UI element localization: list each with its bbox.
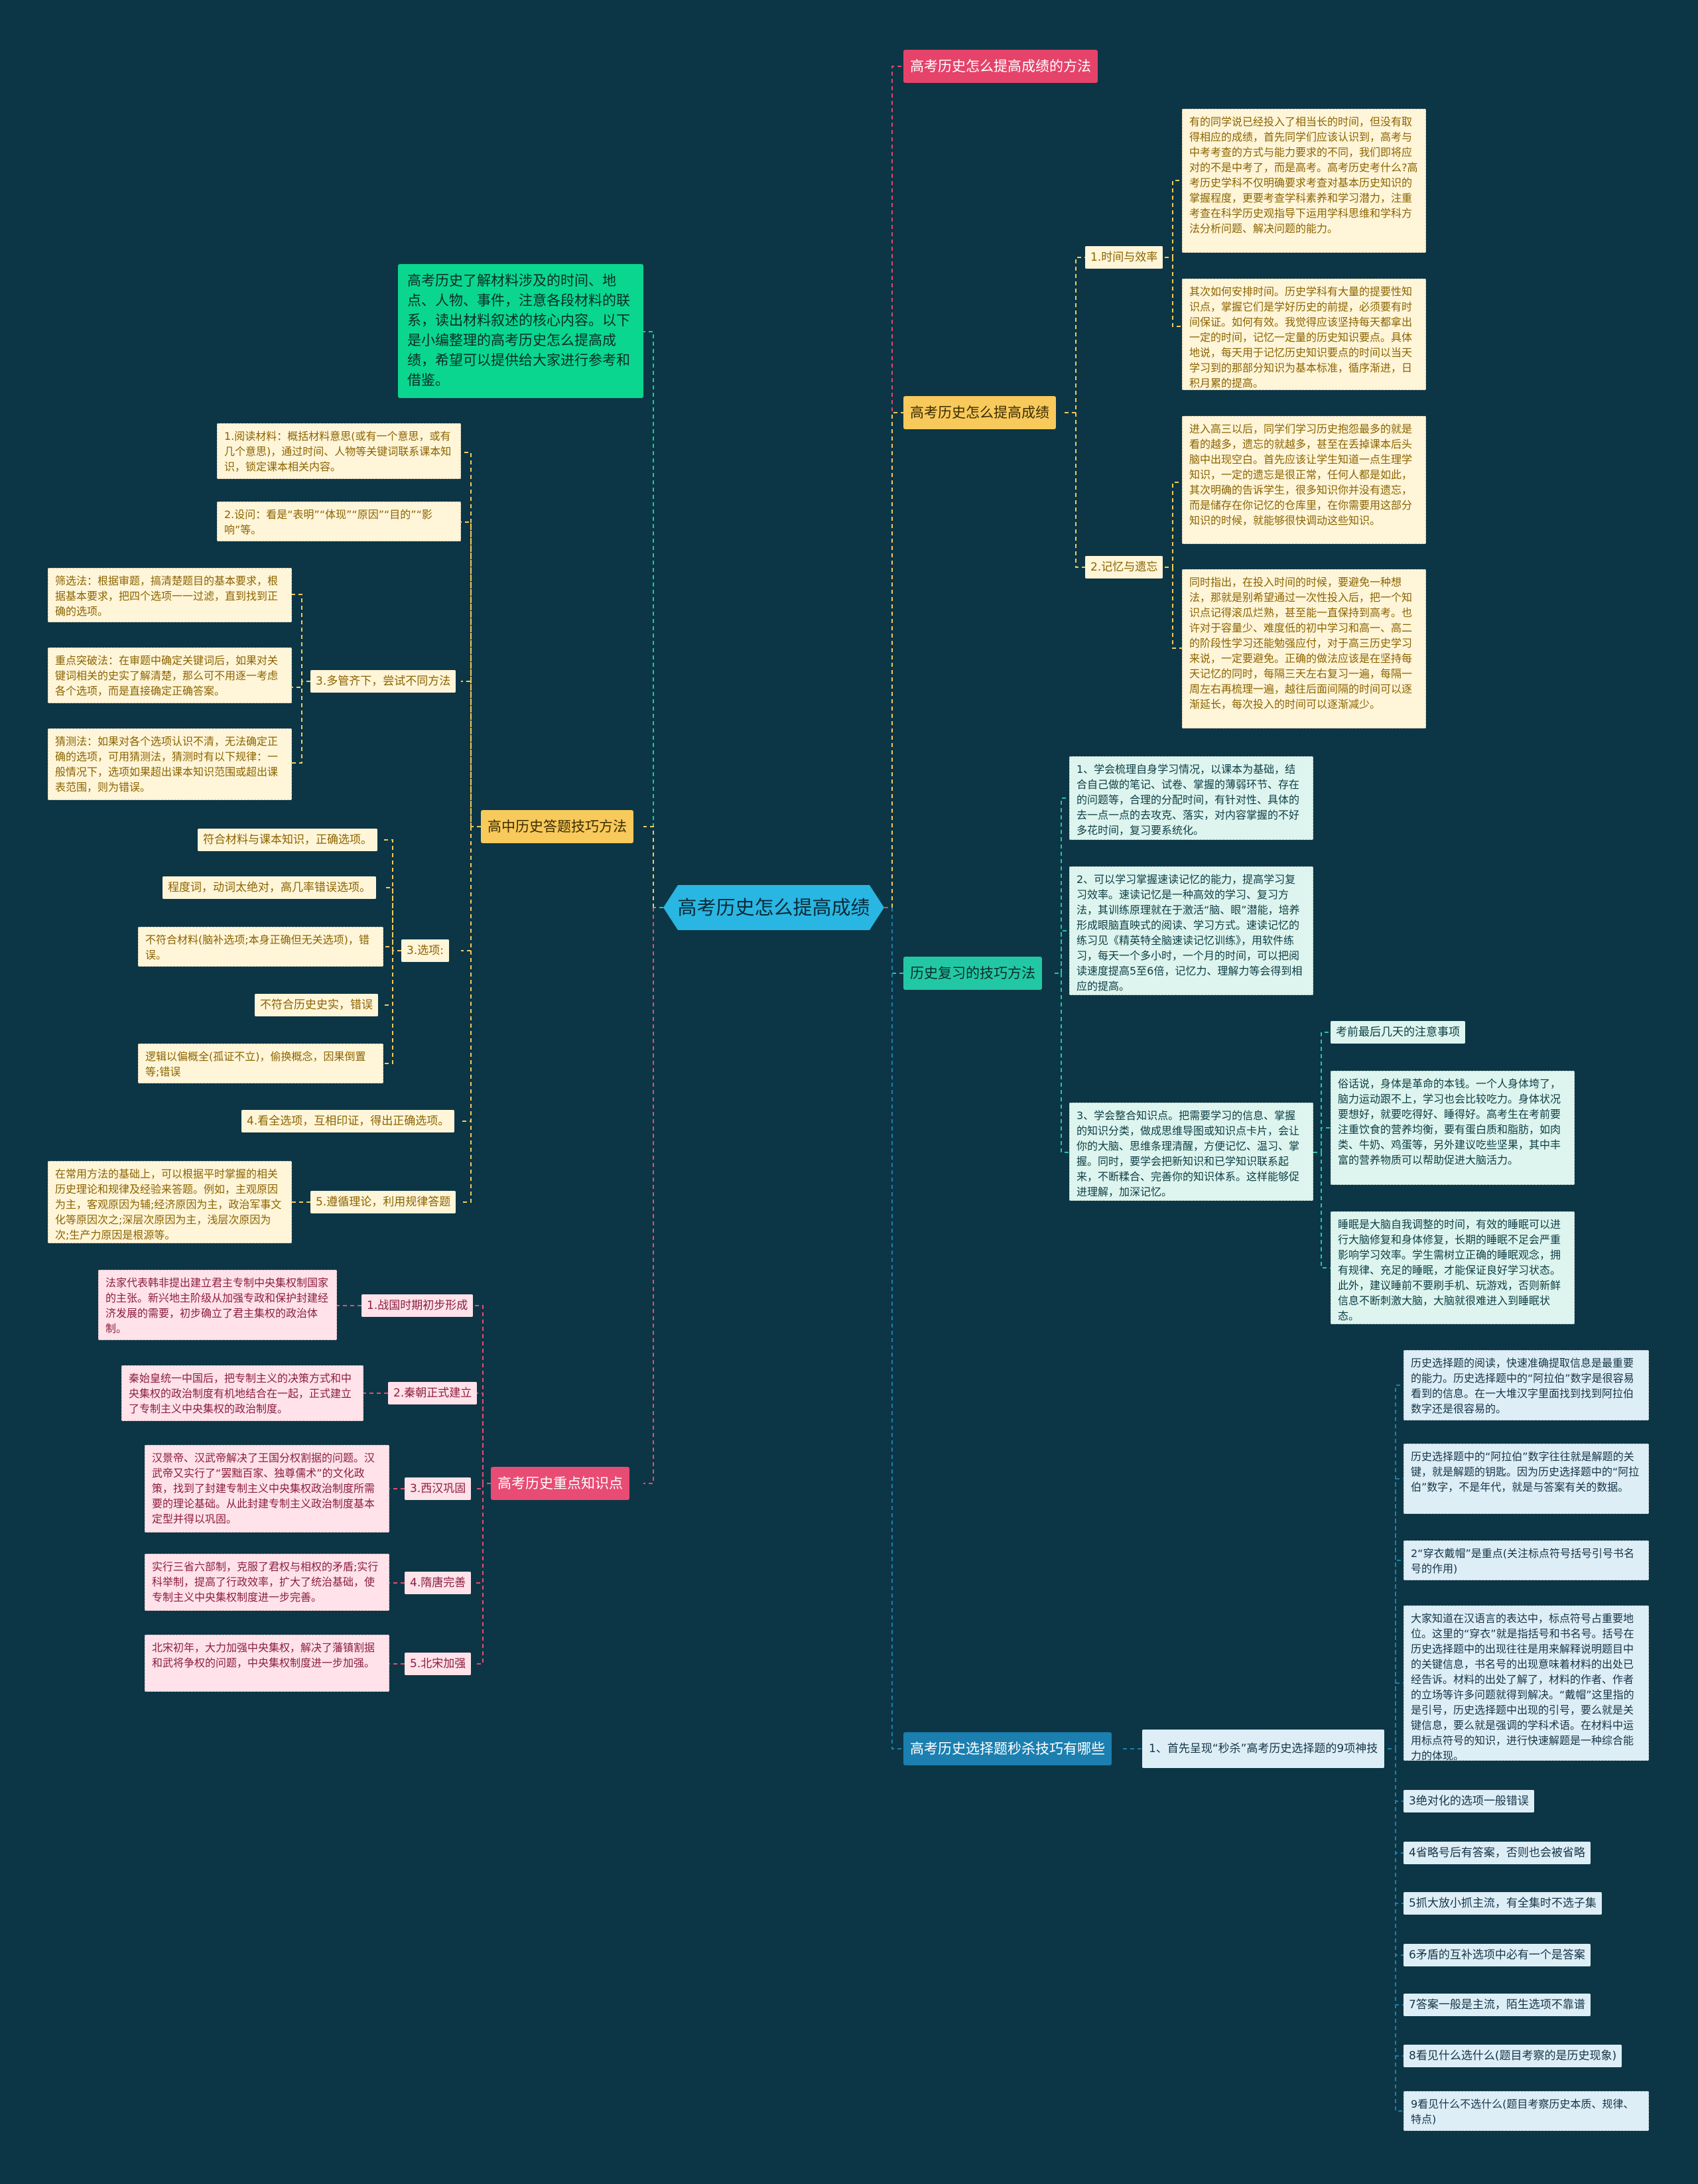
knowledge-sui-tang[interactable]: 4.隋唐完善	[405, 1572, 472, 1594]
note-memory-1: 进入高三以后，同学们学习历史抱怨最多的就是看的越多，遗忘的就越多，甚至在丢掉课本…	[1182, 416, 1426, 544]
intro-text: 高考历史了解材料涉及的时间、地点、人物、事件，注意各段材料的联系，读出材料叙述的…	[398, 264, 643, 398]
choice-tip-6: 4省略号后有答案，否则也会被省略	[1404, 1842, 1591, 1864]
review-skill-3: 3、学会整合知识点。把需要学习的信息、掌握的知识分类，做成思维导图或知识点卡片，…	[1069, 1103, 1313, 1201]
knowledge-sui-tang-text: 实行三省六部制，克服了君权与相权的矛盾;实行科举制，提高了行政效率，扩大了统治基…	[145, 1554, 389, 1611]
review-skill-1: 1、学会梳理自身学习情况，以课本为基础，结合自己做的笔记、试卷、掌握的薄弱环节、…	[1069, 756, 1313, 840]
skill-question: 2.设问：看是“表明”“体现”“原因”“目的”“影响”等。	[217, 502, 461, 541]
sub-time-efficiency[interactable]: 1.时间与效率	[1085, 246, 1163, 269]
branch-review-skills[interactable]: 历史复习的技巧方法	[903, 957, 1042, 990]
knowledge-warring-states-text: 法家代表韩非提出建立君主专制中央集权制国家的主张。新兴地主阶级从加强专政和保护封…	[98, 1270, 337, 1340]
skill-multiple-methods[interactable]: 3.多管齐下，尝试不同方法	[310, 670, 456, 693]
branch-methods[interactable]: 高考历史怎么提高成绩的方法	[903, 50, 1098, 83]
theory-note: 在常用方法的基础上，可以根据平时掌握的相关历史理论和规律及经验来答题。例如，主观…	[48, 1161, 292, 1243]
knowledge-northern-song-text: 北宋初年，大力加强中央集权，解决了藩镇割据和武将争权的问题，中央集权制度进一步加…	[145, 1635, 389, 1692]
exam-health-note: 俗话说，身体是革命的本钱。一个人身体垮了，脑力运动跟不上，学习也会比较吃力。身体…	[1331, 1071, 1575, 1185]
sub-memory-forgetting[interactable]: 2.记忆与遗忘	[1085, 556, 1163, 579]
review-skill-2: 2、可以学习掌握速读记忆的能力，提高学习复习效率。速读记忆是一种高效的学习、复习…	[1069, 866, 1313, 995]
choice-tip-8: 6矛盾的互补选项中必有一个是答案	[1404, 1944, 1591, 1966]
choice-tip-3: 2“穿衣戴帽”是重点(关注标点符号括号引号书名号的作用)	[1404, 1540, 1649, 1580]
knowledge-northern-song[interactable]: 5.北宋加强	[405, 1653, 472, 1675]
skill-read-material: 1.阅读材料：概括材料意思(或有一个意思，或有几个意思)，通过时间、人物等关键词…	[217, 423, 461, 479]
choice-tips-header[interactable]: 1、首先呈现“秒杀”高考历史选择题的9项神技	[1142, 1730, 1385, 1768]
knowledge-western-han-text: 汉景帝、汉武帝解决了王国分权割据的问题。汉武帝又实行了“罢黜百家、独尊儒术”的文…	[145, 1445, 389, 1533]
branch-key-knowledge[interactable]: 高考历史重点知识点	[491, 1467, 629, 1500]
exam-sleep-note: 睡眠是大脑自我调整的时间，有效的睡眠可以进行大脑修复和身体修复，长期的睡眠不足会…	[1331, 1211, 1575, 1324]
method-key-point: 重点突破法：在审题中确定关键词后，如果对关键词相关的史实了解清楚，那么可不用逐一…	[48, 648, 292, 703]
skill-theory[interactable]: 5.遵循理论，利用规律答题	[310, 1191, 456, 1213]
method-guess: 猜测法：如果对各个选项认识不清，无法确定正确的选项，可用猜测法，猜测时有以下规律…	[48, 728, 292, 800]
choice-tip-11: 9看见什么不选什么(题目考察历史本质、规律、特点)	[1404, 2091, 1649, 2131]
skill-check-all: 4.看全选项，互相印证，得出正确选项。	[241, 1110, 455, 1132]
choice-tip-9: 7答案一般是主流，陌生选项不靠谱	[1404, 1994, 1591, 2016]
option-correct: 符合材料与课本知识，正确选项。	[198, 829, 377, 851]
exam-last-days-note[interactable]: 考前最后几天的注意事项	[1331, 1021, 1465, 1044]
choice-tip-4: 大家知道在汉语言的表达中，标点符号占重要地位。这里的“穿衣”就是指括号和书名号。…	[1404, 1605, 1649, 1761]
knowledge-qin[interactable]: 2.秦朝正式建立	[388, 1382, 478, 1404]
option-logic: 逻辑以偏概全(孤证不立)，偷换概念，因果倒置等;错误	[138, 1044, 383, 1083]
choice-tip-2: 历史选择题中的“阿拉伯”数字往往就是解题的关键，就是解题的钥匙。因为历史选择题中…	[1404, 1444, 1649, 1514]
knowledge-warring-states[interactable]: 1.战国时期初步形成	[361, 1294, 474, 1317]
option-not-fact: 不符合历史史实，错误	[255, 994, 378, 1016]
skill-options[interactable]: 3.选项:	[401, 939, 449, 962]
branch-choice-tips[interactable]: 高考历史选择题秒杀技巧有哪些	[903, 1732, 1112, 1765]
branch-improve-grades[interactable]: 高考历史怎么提高成绩	[903, 396, 1056, 429]
note-time-efficiency-2: 其次如何安排时间。历史学科有大量的提要性知识点，掌握它们是学好历史的前提，必须要…	[1182, 279, 1426, 390]
choice-tip-7: 5抓大放小抓主流，有全集时不选子集	[1404, 1892, 1602, 1915]
branch-answer-skills[interactable]: 高中历史答题技巧方法	[481, 810, 633, 843]
choice-tip-1: 历史选择题的阅读，快速准确提取信息是最重要的能力。历史选择题中的“阿拉伯”数字是…	[1404, 1350, 1649, 1420]
choice-tip-10: 8看见什么选什么(题目考察的是历史现象)	[1404, 2045, 1622, 2067]
option-mismatch: 不符合材料(脑补选项;本身正确但无关选项)，错误。	[138, 927, 383, 967]
root-topic[interactable]: 高考历史怎么提高成绩	[663, 885, 884, 930]
note-memory-2: 同时指出，在投入时间的时候，要避免一种想法，那就是别希望通过一次性投入后，把一个…	[1182, 569, 1426, 728]
knowledge-qin-text: 秦始皇统一中国后，把专制主义的决策方式和中央集权的政治制度有机地结合在一起，正式…	[121, 1365, 363, 1421]
choice-tip-5: 3绝对化的选项一般错误	[1404, 1790, 1534, 1812]
option-absolute: 程度词，动词太绝对，高几率错误选项。	[163, 876, 376, 899]
knowledge-western-han[interactable]: 3.西汉巩固	[405, 1477, 472, 1500]
method-filter: 筛选法：根据审题，搞清楚题目的基本要求，根据基本要求，把四个选项一一过滤，直到找…	[48, 568, 292, 622]
note-time-efficiency-1: 有的同学说已经投入了相当长的时间，但没有取得相应的成绩，首先同学们应该认识到，高…	[1182, 109, 1426, 253]
